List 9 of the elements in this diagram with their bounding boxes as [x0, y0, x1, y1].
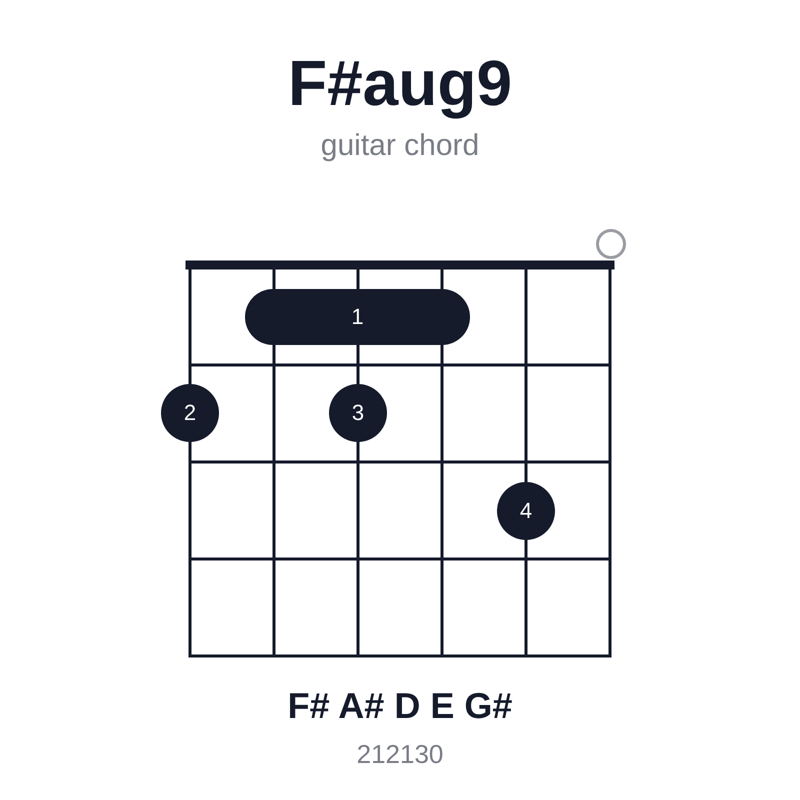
chord-title: F#aug9 — [286, 46, 514, 121]
finger-dot: 4 — [497, 482, 555, 540]
fingering-code: 212130 — [356, 738, 444, 771]
open-string-circle — [596, 229, 626, 259]
finger-dot: 2 — [161, 384, 219, 442]
note-names: F# A# D E G# — [286, 684, 514, 728]
barre-marker: 1 — [245, 289, 470, 345]
finger-dot: 3 — [329, 384, 387, 442]
chord-subtitle: guitar chord — [320, 128, 480, 164]
